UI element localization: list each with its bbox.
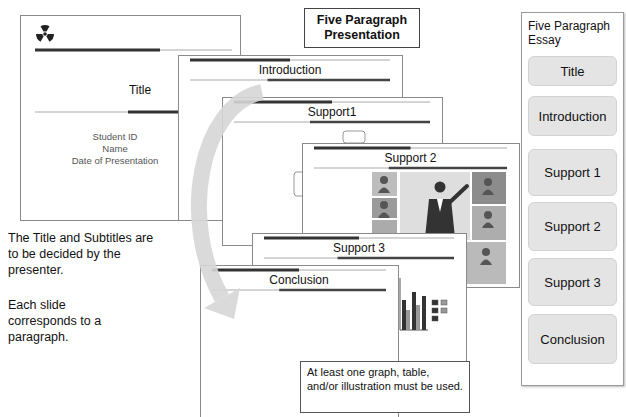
slide-rule [234, 122, 430, 123]
note-text: The Title and Subtitles are to be decide… [8, 230, 160, 278]
photo-tile [400, 172, 470, 240]
logo-blade [36, 34, 44, 42]
slide-title: Support 2 [302, 151, 519, 166]
paragraph-box: Conclusion [528, 314, 617, 364]
slide-rule [212, 269, 299, 272]
slide-rule [234, 102, 430, 103]
slide: Support1 [222, 97, 442, 245]
slide-rule [338, 257, 454, 260]
slide-rule [35, 50, 232, 51]
slide-rule [190, 59, 290, 62]
person-figure [482, 223, 494, 229]
paragraph-box: Support 2 [528, 202, 617, 251]
slide-rule [279, 289, 386, 292]
slide: Support 3 [252, 233, 466, 380]
slide-rule [389, 167, 507, 170]
paragraph-text: Support 3 [533, 275, 612, 290]
paragraph-box: Introduction [528, 96, 617, 136]
photo-tile [472, 206, 506, 240]
callout-text: At least one graph, table, and/or illust… [307, 366, 463, 393]
slide-title: Introduction [178, 63, 402, 78]
placeholder-shape [343, 131, 365, 143]
person-figure [482, 248, 490, 256]
person-figure [425, 199, 455, 238]
cycle-arrow-head [204, 288, 240, 319]
slide-rule [314, 148, 507, 149]
person-figure [482, 190, 494, 196]
paragraph-text: Title [533, 64, 612, 79]
person-figure [449, 186, 467, 203]
paragraph-text: Introduction [533, 109, 612, 124]
person-figure [378, 213, 390, 219]
logo-symbol [36, 25, 54, 42]
chart-legend-mark [432, 308, 438, 313]
person-figure [484, 211, 492, 219]
slide-rule [190, 80, 390, 81]
chart-legend-mark [441, 308, 447, 313]
chart-bar [402, 300, 406, 330]
chart-bar [406, 310, 410, 330]
logo-blade [41, 25, 50, 32]
slide-text: Student ID [55, 131, 175, 143]
logo-blade [46, 34, 54, 42]
slide-title: Conclusion [200, 273, 398, 288]
photo-tile [372, 198, 397, 218]
slide: Introduction [178, 55, 402, 220]
slide-rule [128, 111, 178, 114]
chart-legend-mark [441, 300, 447, 305]
heading-text: Five Paragraph Presentation [311, 13, 413, 43]
panel-heading: Five Paragraph Essay [528, 19, 617, 47]
chart-axis [400, 278, 401, 330]
slide-rule [314, 147, 411, 150]
person-figure [380, 176, 388, 184]
person-figure [380, 201, 388, 209]
callout-box: At least one graph, table, and/or illust… [300, 361, 470, 413]
slide-text: Title [100, 83, 180, 98]
paragraph-text: Support 1 [533, 165, 612, 180]
chart-bar [422, 296, 426, 330]
slide-rule [264, 237, 359, 240]
slide-rule [35, 49, 160, 52]
heading-box: Five Paragraph Presentation [304, 8, 420, 48]
cycle-arrow [199, 92, 262, 298]
note-block: The Title and Subtitles are to be decide… [8, 230, 160, 278]
slide-text: Date of Presentation [55, 155, 175, 167]
slide-rule [314, 168, 507, 169]
paragraph-text: Support 2 [533, 219, 612, 234]
person-figure [480, 260, 492, 266]
slide-rule [190, 60, 390, 61]
paragraph-box: Title [528, 56, 617, 86]
paragraph-box: Support 3 [528, 258, 617, 306]
photo-tile [372, 172, 397, 196]
slide: Support 2 [302, 143, 519, 287]
chart-bar [412, 292, 416, 330]
paragraph-text: Conclusion [533, 332, 612, 347]
person-figure [437, 199, 443, 212]
person-figure [484, 178, 492, 186]
slide-rule [212, 270, 386, 271]
title-slide: TitleStudent IDNameDate of Presentation [20, 15, 240, 220]
photo-tile [472, 172, 506, 204]
slide-title: Support 3 [252, 241, 466, 256]
chart-legend-mark [432, 300, 438, 305]
slide-rule [264, 238, 454, 239]
slide-rule [264, 258, 454, 259]
person-figure [435, 182, 446, 193]
slide-text: Name [55, 143, 175, 155]
slide-rule [310, 121, 430, 124]
chart-bar [416, 305, 420, 330]
slide-title: Support1 [222, 105, 442, 120]
note-block: Each slide corresponds to a paragraph. [8, 297, 120, 345]
essay-panel: Five Paragraph EssayTitleIntroductionSup… [521, 12, 624, 386]
paragraph-box: Support 1 [528, 149, 617, 196]
logo-dot [43, 32, 47, 36]
chart-legend-mark [432, 316, 438, 321]
photo-tile [466, 242, 506, 284]
slide-rule [268, 79, 390, 82]
person-figure [378, 188, 390, 194]
note-text: Each slide corresponds to a paragraph. [8, 297, 120, 345]
